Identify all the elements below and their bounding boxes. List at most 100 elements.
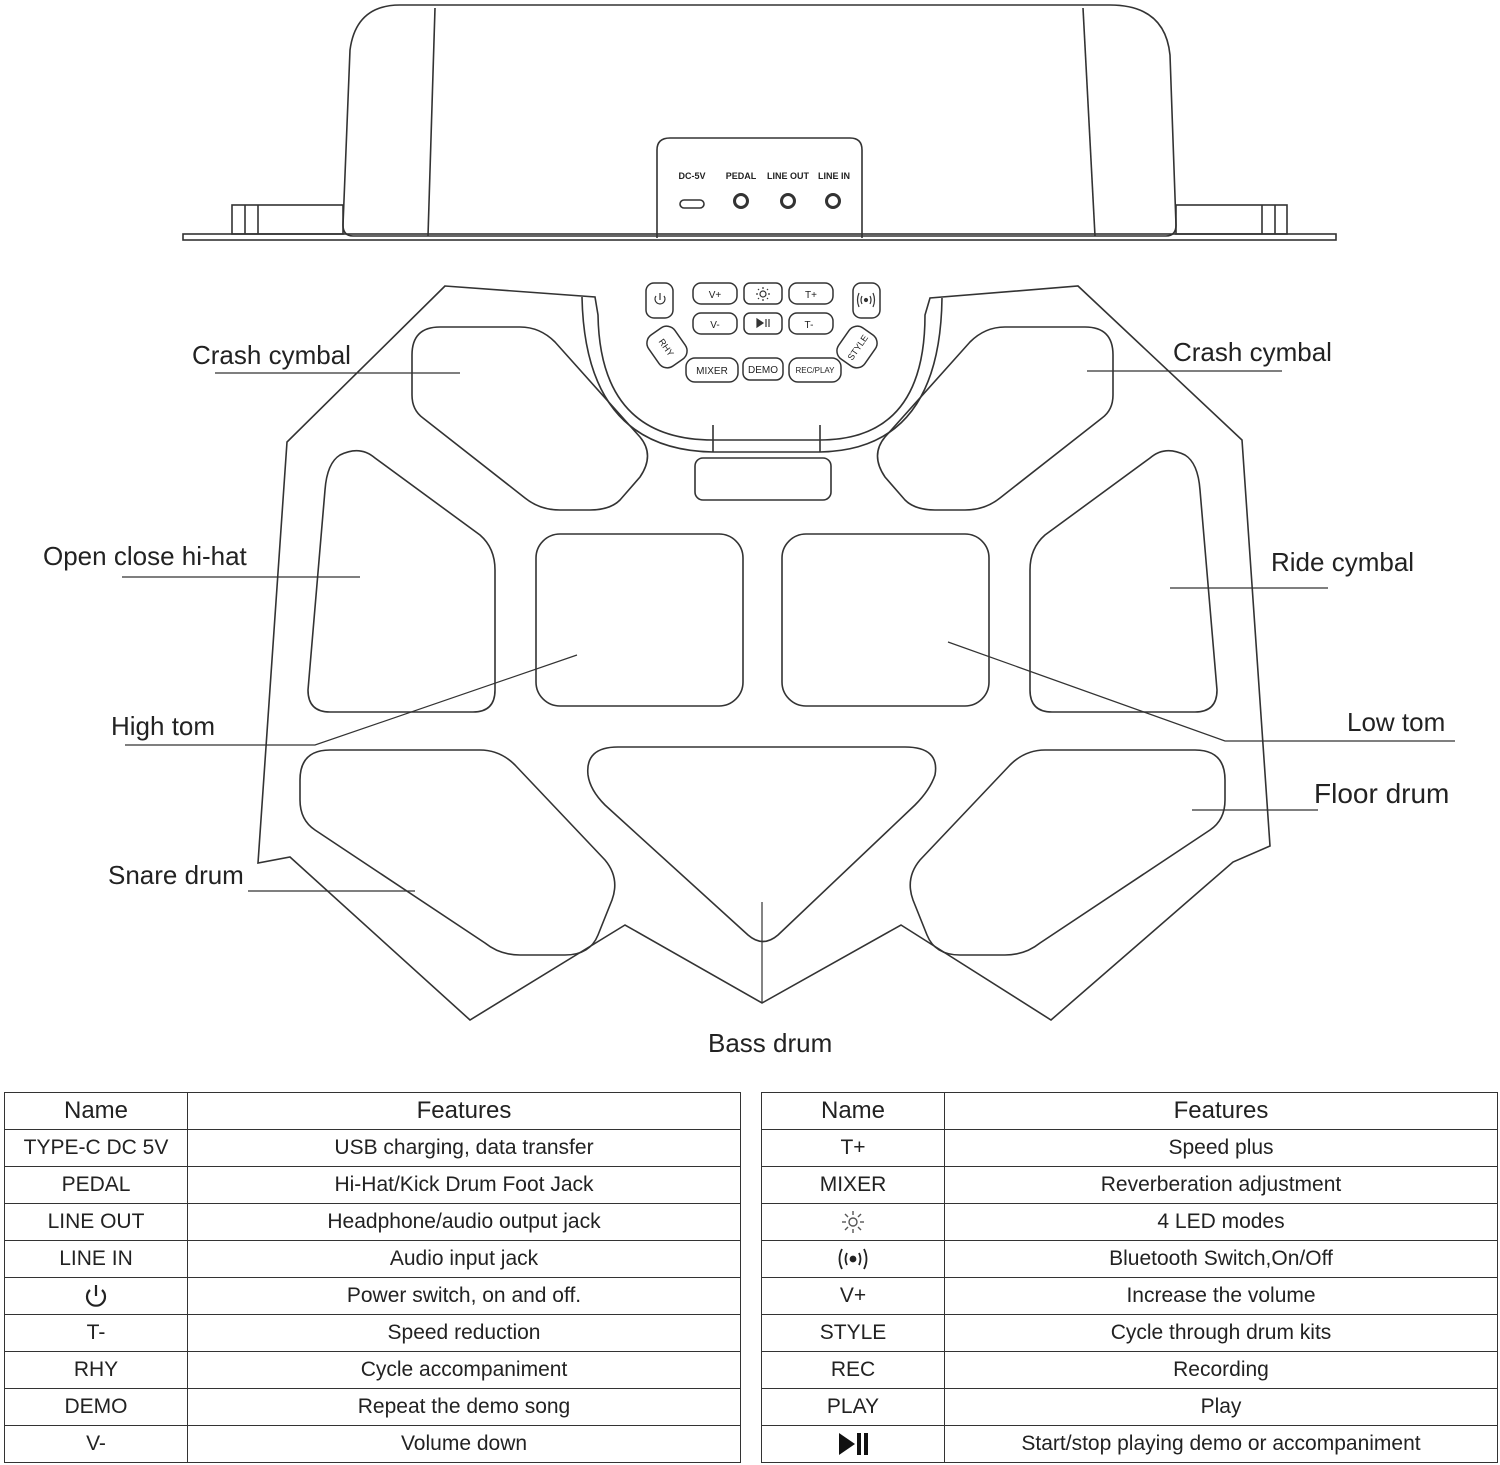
row-feature: Play <box>944 1388 1498 1426</box>
mixer-label: MIXER <box>696 366 728 377</box>
style-button[interactable] <box>833 322 881 371</box>
table-row: Start/stop playing demo or accompaniment <box>761 1425 1498 1463</box>
row-feature: Bluetooth Switch,On/Off <box>944 1240 1498 1278</box>
power-icon <box>85 1285 107 1307</box>
table-row: V-Volume down <box>4 1425 741 1463</box>
row-name: T- <box>4 1314 188 1352</box>
row-feature: 4 LED modes <box>944 1203 1498 1241</box>
play-pause-icon <box>839 1433 868 1455</box>
play-pause-icon <box>756 317 770 329</box>
pad-hihat[interactable] <box>307 449 496 713</box>
tempo-up-label: T+ <box>805 290 817 301</box>
table-row: V+Increase the volume <box>761 1277 1498 1315</box>
row-name: LINE IN <box>4 1240 188 1278</box>
tempo-down-button[interactable] <box>788 312 834 335</box>
volume-up-button[interactable] <box>692 282 738 305</box>
row-name: RHY <box>4 1351 188 1389</box>
pad-floor-drum[interactable] <box>909 749 1226 956</box>
rec-play-label: REC/PLAY <box>796 366 836 375</box>
pad-ride[interactable] <box>1029 449 1218 713</box>
rhy-button[interactable] <box>643 322 691 371</box>
label-ride: Ride cymbal <box>1271 547 1414 577</box>
row-name <box>761 1425 945 1463</box>
volume-up-label: V+ <box>709 290 722 301</box>
row-feature: Audio input jack <box>187 1240 741 1278</box>
header-name: Name <box>4 1092 188 1130</box>
label-bass: Bass drum <box>708 1028 832 1058</box>
row-name: TYPE-C DC 5V <box>4 1129 188 1167</box>
port-label-pedal: PEDAL <box>726 171 757 181</box>
volume-down-button[interactable] <box>692 312 738 335</box>
row-name: PEDAL <box>4 1166 188 1204</box>
row-feature: Cycle accompaniment <box>187 1351 741 1389</box>
label-snare: Snare drum <box>108 860 244 890</box>
pad-high-tom[interactable] <box>535 533 744 707</box>
row-name: LINE OUT <box>4 1203 188 1241</box>
row-name <box>761 1203 945 1241</box>
demo-button[interactable] <box>742 357 784 381</box>
header-name: Name <box>761 1092 945 1130</box>
row-name <box>761 1240 945 1278</box>
bluetooth-wave-icon <box>838 1248 868 1270</box>
pad-bass-drum[interactable] <box>587 746 937 943</box>
tempo-up-button[interactable] <box>788 282 834 305</box>
row-feature: Recording <box>944 1351 1498 1389</box>
row-feature: Power switch, on and off. <box>187 1277 741 1315</box>
row-name: PLAY <box>761 1388 945 1426</box>
pad-crash-left[interactable] <box>411 326 649 511</box>
pad-low-tom[interactable] <box>781 533 990 707</box>
row-name: V+ <box>761 1277 945 1315</box>
row-name <box>4 1277 188 1315</box>
row-feature: Reverberation adjustment <box>944 1166 1498 1204</box>
table-row: Power switch, on and off. <box>4 1277 741 1315</box>
row-feature: USB charging, data transfer <box>187 1129 741 1167</box>
table-row: T+Speed plus <box>761 1129 1498 1167</box>
row-feature: Hi-Hat/Kick Drum Foot Jack <box>187 1166 741 1204</box>
table-header-row: Name Features <box>761 1092 1498 1130</box>
label-crash-left: Crash cymbal <box>192 340 351 370</box>
row-name: MIXER <box>761 1166 945 1204</box>
drum-pad-body <box>257 285 1271 1021</box>
table-row: T-Speed reduction <box>4 1314 741 1352</box>
row-name: STYLE <box>761 1314 945 1352</box>
pad-crash-right[interactable] <box>876 326 1114 511</box>
row-feature: Cycle through drum kits <box>944 1314 1498 1352</box>
label-low-tom: Low tom <box>1347 707 1445 737</box>
label-crash-right: Crash cymbal <box>1173 337 1332 367</box>
row-feature: Volume down <box>187 1425 741 1463</box>
header-features: Features <box>187 1092 741 1130</box>
row-feature: Start/stop playing demo or accompaniment <box>944 1425 1498 1463</box>
port-label-dc5v: DC-5V <box>678 171 705 181</box>
device-side-view <box>182 4 1337 241</box>
label-hihat: Open close hi-hat <box>43 541 248 571</box>
row-feature: Speed plus <box>944 1129 1498 1167</box>
power-button[interactable] <box>645 282 674 319</box>
row-feature: Speed reduction <box>187 1314 741 1352</box>
row-feature: Headphone/audio output jack <box>187 1203 741 1241</box>
header-features: Features <box>944 1092 1498 1130</box>
pad-snare[interactable] <box>299 749 616 956</box>
led-button[interactable] <box>743 282 783 305</box>
port-label-line-in: LINE IN <box>818 171 850 181</box>
rec-play-button[interactable] <box>788 357 842 383</box>
tempo-down-label: T- <box>805 320 814 331</box>
bluetooth-wave-icon <box>856 292 876 308</box>
volume-down-label: V- <box>710 320 719 331</box>
label-high-tom: High tom <box>111 711 215 741</box>
leader-lines <box>122 370 1455 1002</box>
table-header-row: Name Features <box>4 1092 741 1130</box>
row-name: REC <box>761 1351 945 1389</box>
mixer-button[interactable] <box>685 357 739 383</box>
table-row: Bluetooth Switch,On/Off <box>761 1240 1498 1278</box>
